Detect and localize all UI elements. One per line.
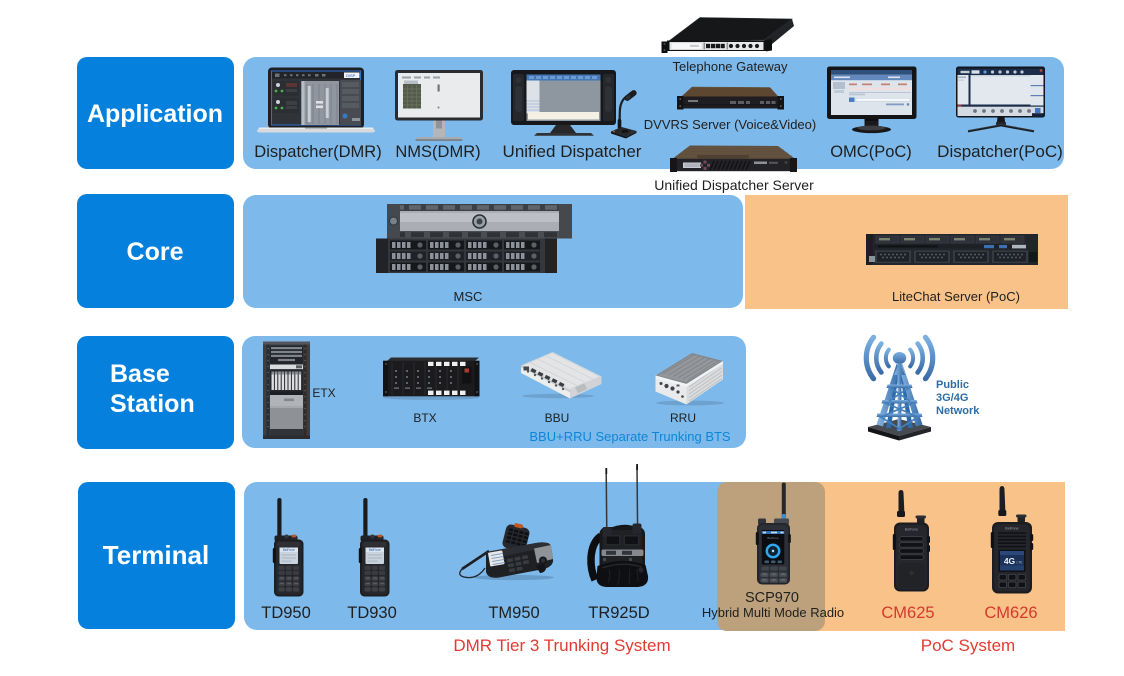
svg-text:Core: Core (127, 238, 184, 266)
svg-text:Hybrid Multi Mode Radio: Hybrid Multi Mode Radio (702, 605, 844, 620)
svg-text:TR925D: TR925D (588, 604, 650, 622)
svg-text:3G/4G: 3G/4G (936, 392, 968, 404)
svg-text:BTX: BTX (413, 411, 436, 425)
svg-text:OMC(PoC): OMC(PoC) (830, 143, 912, 161)
svg-text:LiteChat Server (PoC): LiteChat Server (PoC) (892, 289, 1020, 304)
svg-text:TD950: TD950 (261, 604, 311, 622)
svg-text:BelFone: BelFone (283, 548, 295, 552)
svg-text:Station: Station (110, 390, 195, 418)
svg-text:BBU+RRU Separate Trunking BTS: BBU+RRU Separate Trunking BTS (529, 429, 731, 444)
svg-text:DISP: DISP (346, 73, 356, 78)
svg-text:PoC System: PoC System (921, 636, 1015, 655)
svg-text:4G: 4G (1004, 556, 1016, 566)
svg-text:SCP970: SCP970 (745, 590, 799, 606)
svg-text:Terminal: Terminal (103, 540, 209, 570)
svg-text:Public: Public (936, 379, 969, 391)
svg-text:BelFone: BelFone (767, 536, 779, 540)
svg-text:BelFone: BelFone (905, 528, 918, 532)
svg-text:CM626: CM626 (984, 604, 1037, 622)
svg-text:ETX: ETX (312, 386, 335, 400)
svg-text:NMS(DMR): NMS(DMR) (395, 143, 480, 161)
svg-text:MSC: MSC (454, 289, 483, 304)
svg-text:Network: Network (936, 405, 980, 417)
svg-text:CM625: CM625 (881, 604, 934, 622)
svg-text:Telephone Gateway: Telephone Gateway (673, 59, 788, 74)
svg-text:TD930: TD930 (347, 604, 397, 622)
svg-text:Application: Application (87, 100, 223, 128)
svg-text:TM950: TM950 (488, 604, 539, 622)
svg-text:RRU: RRU (670, 411, 696, 425)
svg-text:LTE: LTE (1017, 561, 1024, 565)
svg-text:DMR Tier 3 Trunking System: DMR Tier 3 Trunking System (453, 636, 670, 655)
svg-text:BBU: BBU (545, 411, 570, 425)
svg-text:Dispatcher(DMR): Dispatcher(DMR) (254, 143, 381, 161)
svg-text:Base: Base (110, 360, 170, 388)
svg-text:Unified Dispatcher: Unified Dispatcher (503, 142, 642, 161)
svg-text:BelFone: BelFone (1005, 527, 1018, 531)
svg-text:DVVRS Server (Voice&Video): DVVRS Server (Voice&Video) (644, 117, 816, 132)
svg-text:Dispatcher(PoC): Dispatcher(PoC) (937, 142, 1063, 161)
svg-text:Unified Dispatcher Server: Unified Dispatcher Server (654, 177, 814, 193)
